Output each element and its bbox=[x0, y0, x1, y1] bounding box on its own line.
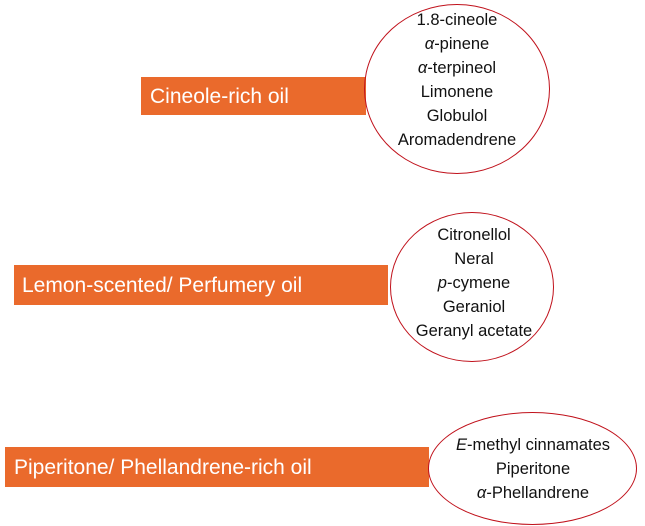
compound-item: Citronellol bbox=[437, 226, 511, 244]
compound-item: 1.8-cineole bbox=[416, 11, 498, 29]
compound-item: p-cymene bbox=[437, 274, 511, 292]
compound-item: Geranyl acetate bbox=[415, 322, 533, 340]
compound-ellipse-cineole-rich bbox=[364, 4, 550, 174]
compound-ellipse-lemon-scented bbox=[390, 212, 554, 362]
compound-item: Geraniol bbox=[442, 298, 506, 316]
oil-label-text: Lemon-scented/ Perfumery oil bbox=[22, 273, 303, 297]
compound-list-cineole-rich: 1.8-cineole α-pinene α-terpineol Limonen… bbox=[375, 8, 539, 152]
compound-item: α-Phellandrene bbox=[476, 484, 590, 502]
compound-item: α-pinene bbox=[424, 35, 490, 53]
oil-label-cineole-rich: Cineole-rich oil bbox=[141, 77, 366, 115]
compound-item: α-terpineol bbox=[417, 59, 497, 77]
compound-item: E-methyl cinnamates bbox=[455, 436, 611, 454]
compound-item: Limonene bbox=[420, 83, 494, 101]
oil-label-text: Cineole-rich oil bbox=[150, 84, 289, 108]
compound-item: Aromadendrene bbox=[397, 131, 517, 149]
compound-item: Neral bbox=[454, 250, 494, 268]
compound-list-piperitone-phellandrene: E-methyl cinnamates Piperitone α-Phellan… bbox=[433, 433, 633, 505]
compound-item: Globulol bbox=[426, 107, 488, 125]
compound-list-lemon-scented: Citronellol Neral p-cymene Geraniol Gera… bbox=[392, 223, 556, 343]
compound-item: Piperitone bbox=[495, 460, 571, 478]
oil-label-text: Piperitone/ Phellandrene-rich oil bbox=[14, 455, 312, 479]
oil-label-lemon-scented: Lemon-scented/ Perfumery oil bbox=[14, 265, 388, 305]
oil-label-piperitone-phellandrene: Piperitone/ Phellandrene-rich oil bbox=[5, 447, 429, 487]
compound-ellipse-piperitone-phellandrene bbox=[428, 412, 637, 525]
